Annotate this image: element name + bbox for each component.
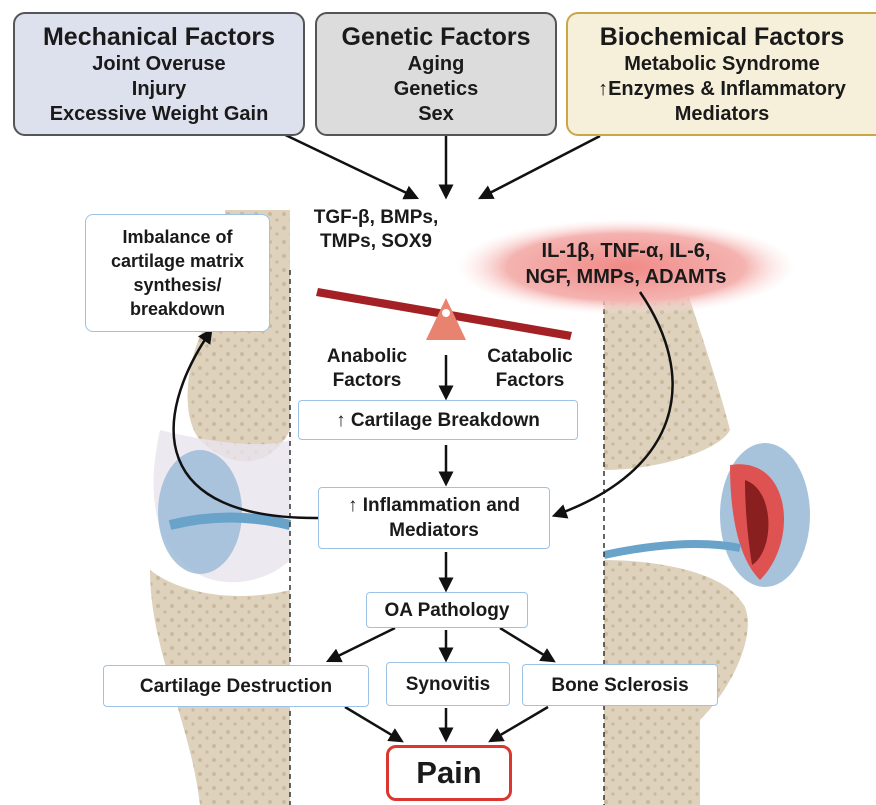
anabolic-molecules: TGF-β, BMPs, TMPs, SOX9 <box>296 206 456 254</box>
inflammation-box: ↑ Inflammation and Mediators <box>318 487 550 549</box>
arrow-to-sclerosis <box>500 628 552 660</box>
genetic-item: Genetics <box>394 77 478 102</box>
bone-sclerosis-label: Bone Sclerosis <box>551 673 688 698</box>
synovitis-box: Synovitis <box>386 662 510 706</box>
arrow-mechanical <box>275 130 415 197</box>
catabolic-label-line2: Factors <box>470 369 590 393</box>
mechanical-item: Excessive Weight Gain <box>50 102 269 127</box>
mechanical-item: Injury <box>132 77 186 102</box>
inflammation-line2: Mediators <box>389 518 479 543</box>
genetic-item: Aging <box>408 52 465 77</box>
cartilage-destruction-label: Cartilage Destruction <box>140 674 332 699</box>
catabolic-molecules-line1: IL-1β, TNF-α, IL-6, <box>476 238 776 264</box>
factor-arrows <box>275 130 600 197</box>
biochemical-factors-box: Biochemical Factors Metabolic Syndrome ↑… <box>566 12 876 136</box>
anabolic-label-line1: Anabolic <box>312 345 422 369</box>
mechanical-item: Joint Overuse <box>92 52 225 77</box>
genetic-factors-box: Genetic Factors Aging Genetics Sex <box>315 12 557 136</box>
cartilage-breakdown-box: ↑ Cartilage Breakdown <box>298 400 578 440</box>
biochemical-item: Mediators <box>675 102 769 127</box>
imbalance-line4: breakdown <box>130 297 225 321</box>
cartilage-breakdown-label: ↑ Cartilage Breakdown <box>336 408 540 433</box>
arrow-biochemical <box>482 136 600 197</box>
pain-label: Pain <box>416 755 481 791</box>
oa-pathology-label: OA Pathology <box>385 598 510 623</box>
pain-box: Pain <box>386 745 512 801</box>
mechanical-factors-box: Mechanical Factors Joint Overuse Injury … <box>13 12 305 136</box>
cartilage-destruction-box: Cartilage Destruction <box>103 665 369 707</box>
imbalance-box: Imbalance of cartilage matrix synthesis/… <box>85 214 270 332</box>
inflammation-line1: ↑ Inflammation and <box>348 493 520 518</box>
catabolic-molecules: IL-1β, TNF-α, IL-6, NGF, MMPs, ADAMTs <box>476 238 776 290</box>
bone-sclerosis-box: Bone Sclerosis <box>522 664 718 706</box>
anabolic-label-line2: Factors <box>312 369 422 393</box>
oa-pathology-box: OA Pathology <box>366 592 528 628</box>
arthritic-knee <box>604 270 810 805</box>
imbalance-line1: Imbalance of <box>122 225 232 249</box>
arrow-to-destruction <box>330 628 395 660</box>
arrow-sclerosis-pain <box>492 707 548 740</box>
anabolic-molecules-line2: TMPs, SOX9 <box>296 230 456 254</box>
biochemical-item: Metabolic Syndrome <box>624 52 820 77</box>
synovitis-label: Synovitis <box>406 672 490 697</box>
anabolic-molecules-line1: TGF-β, BMPs, <box>296 206 456 230</box>
catabolic-molecules-line2: NGF, MMPs, ADAMTs <box>476 264 776 290</box>
imbalance-line2: cartilage matrix <box>111 249 244 273</box>
genetic-factors-title: Genetic Factors <box>342 22 531 52</box>
imbalance-line3: synthesis/ <box>133 273 221 297</box>
mechanical-factors-title: Mechanical Factors <box>43 22 275 52</box>
catabolic-label: Catabolic Factors <box>470 345 590 393</box>
fulcrum-pivot <box>442 309 450 317</box>
arrow-destruction-pain <box>345 707 400 740</box>
anabolic-label: Anabolic Factors <box>312 345 422 393</box>
biochemical-item: ↑Enzymes & Inflammatory <box>598 77 846 102</box>
biochemical-factors-title: Biochemical Factors <box>600 22 845 52</box>
genetic-item: Sex <box>418 102 454 127</box>
catabolic-label-line1: Catabolic <box>470 345 590 369</box>
